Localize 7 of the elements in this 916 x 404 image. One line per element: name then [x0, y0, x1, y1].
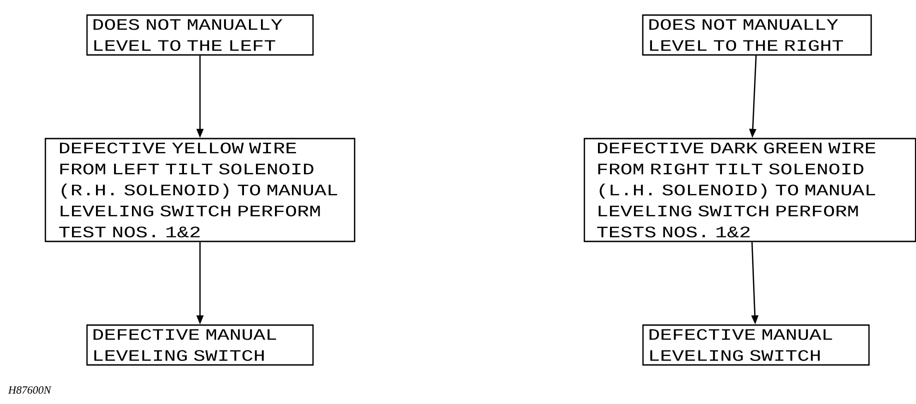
process-box: DEFECTIVE YELLOW WIRE FROM LEFT TILT SOLENOID (R.H. SOLENOID) TO MANUAL LEVELING SWITCH PERFORM TEST NOS. 1&2 — [44, 138, 356, 242]
process-box: DEFECTIVE DARK GREEN WIRE FROM RIGHT TILT SOLENOID (L.H. SOLENOID) TO MANUAL LEVELING SWITCH PERFORM TESTS NOS. 1&2 — [584, 138, 916, 242]
process-box: DOES NOT MANUALLY LEVEL TO THE RIGHT — [642, 14, 872, 56]
process-box: DEFECTIVE MANUAL LEVELING SWITCH — [86, 324, 314, 366]
figure-number: H87600N — [8, 386, 52, 394]
process-box: DEFECTIVE MANUAL LEVELING SWITCH — [642, 324, 870, 366]
process-box: DOES NOT MANUALLY LEVEL TO THE LEFT — [86, 14, 314, 56]
